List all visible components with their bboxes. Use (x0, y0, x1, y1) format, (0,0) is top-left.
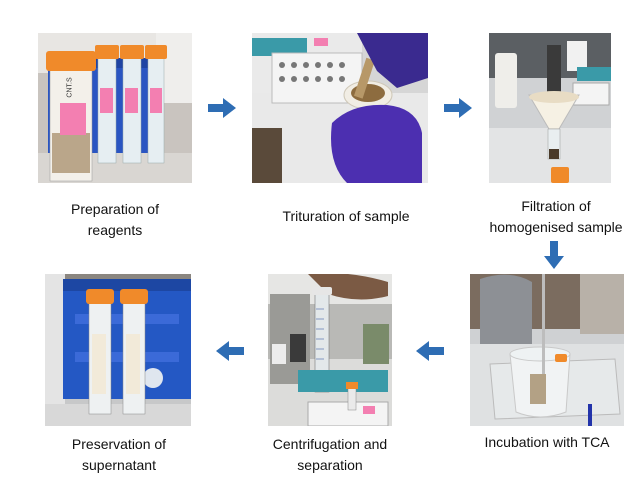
photo-preservation-of-supernatant (45, 274, 191, 426)
photo-filtration-of-homogenised-sample (489, 33, 611, 183)
photo-incubation-with-tca (470, 274, 624, 426)
caption-trituration-of-sample: Trituration of sample (282, 208, 410, 224)
caption-centrifugation-and-separation: Centrifugation and separation (272, 436, 388, 473)
caption-filtration-of-homogenised-sample: Filtration of homogenised sample (489, 198, 623, 235)
caption-preparation-of-reagents: Preparation of reagents (71, 201, 159, 238)
arrow-right-icon (444, 98, 472, 118)
caption-preservation-of-supernatant: Preservation of supernatant (71, 436, 167, 473)
photo-preparation-of-reagents (38, 33, 192, 183)
arrow-left-icon (216, 341, 244, 361)
photo-trituration-of-sample (252, 33, 428, 183)
tube-label-text: CNT.S (66, 77, 74, 98)
photo-centrifugation-and-separation (268, 274, 392, 426)
arrow-right-icon (208, 98, 236, 118)
arrow-left-icon (416, 341, 444, 361)
arrow-down-icon (544, 241, 564, 269)
caption-incubation-with-tca: Incubation with TCA (484, 434, 610, 450)
